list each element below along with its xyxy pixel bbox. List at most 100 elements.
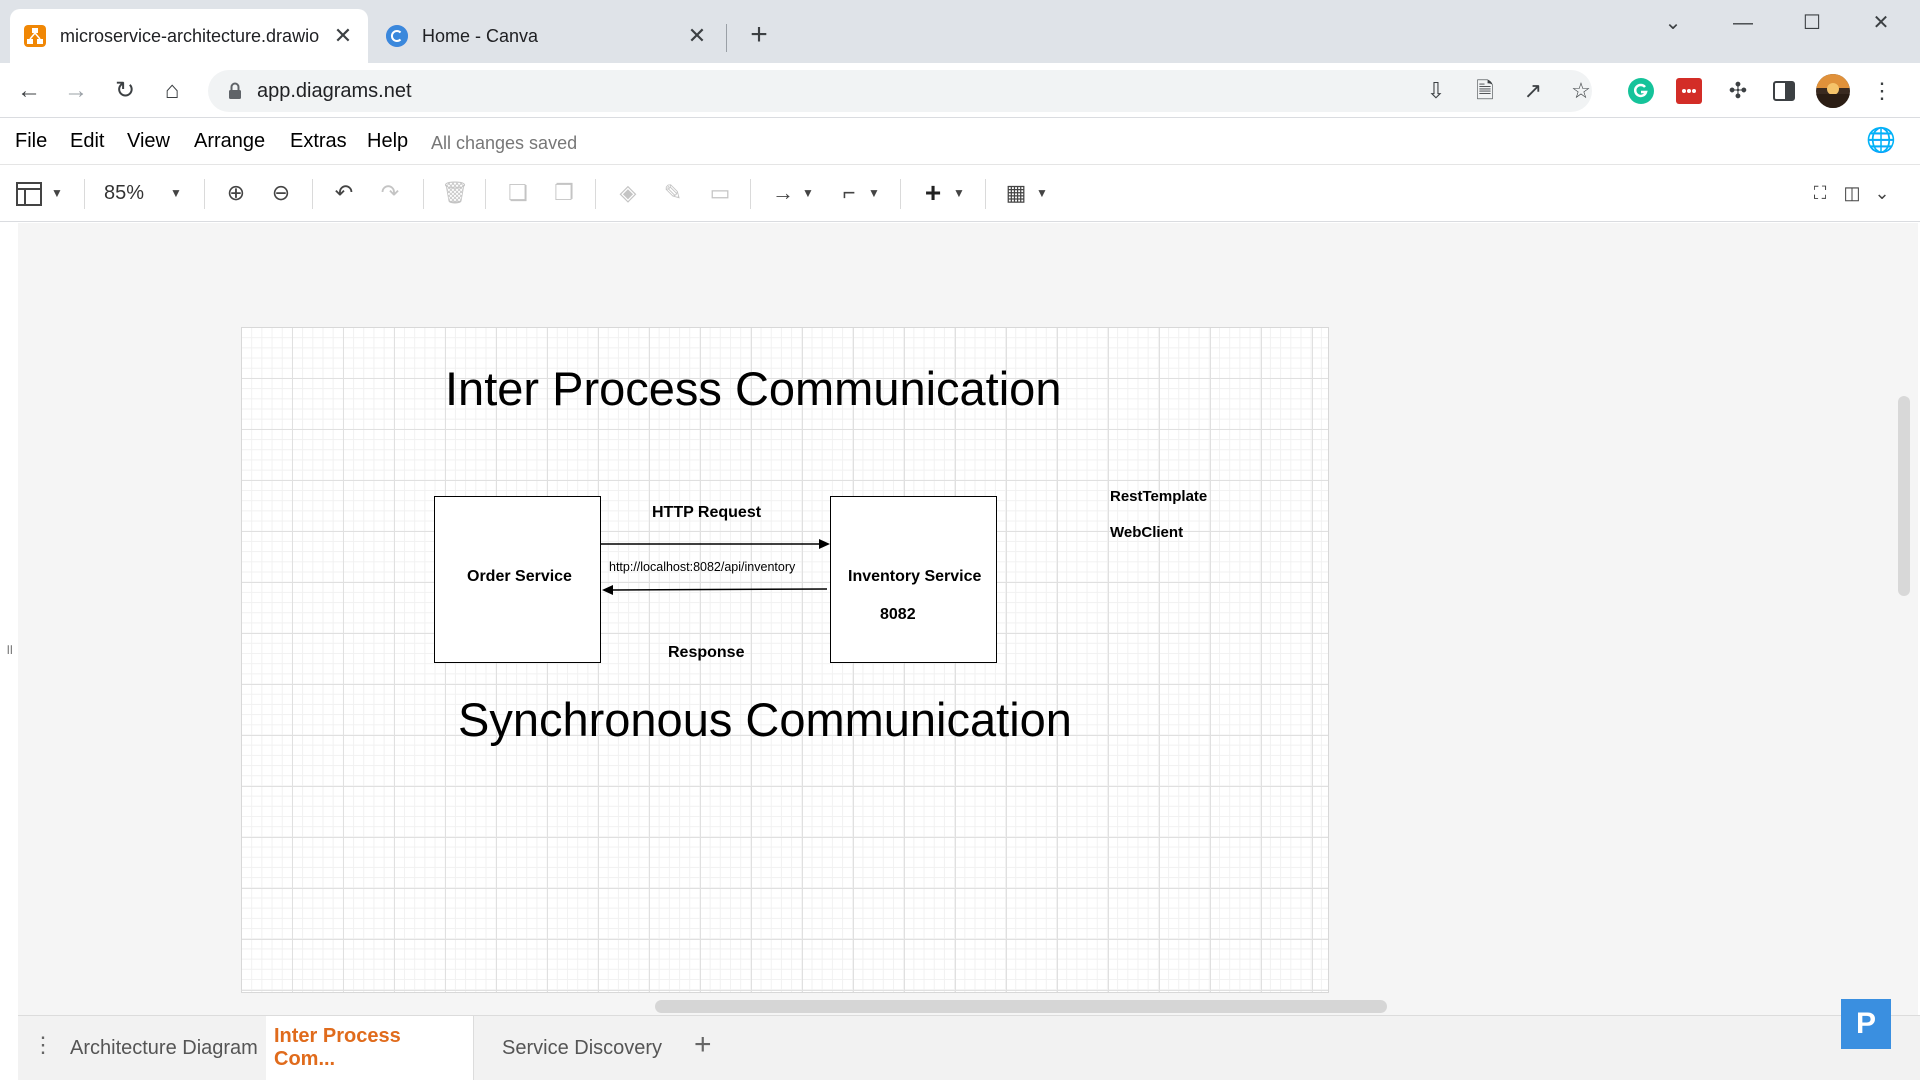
response-arrowhead xyxy=(602,585,613,595)
collapse-chevron-icon[interactable]: ⌄ xyxy=(1874,183,1890,203)
back-button[interactable]: ← xyxy=(17,77,41,104)
home-button[interactable]: ⌂ xyxy=(164,77,180,104)
tab-strip: microservice-architecture.drawio ✕ Home … xyxy=(0,0,1920,63)
reload-button[interactable]: ↻ xyxy=(114,77,136,104)
toolbar-divider xyxy=(485,179,486,209)
add-page-button[interactable]: + xyxy=(694,1028,712,1061)
diagram-page[interactable]: Inter Process Communication Order Servic… xyxy=(241,327,1329,993)
lock-icon xyxy=(229,82,241,99)
address-bar-row: ← → ↻ ⌂ app.diagrams.net ⇩ 🗎 ↗ ☆ ✣ xyxy=(0,63,1920,118)
zoom-out-icon[interactable]: ⊖ xyxy=(271,180,291,205)
insert-plus-icon[interactable]: + xyxy=(924,177,942,208)
tab-search-chevron-icon[interactable]: ⌄ xyxy=(1664,12,1682,34)
menu-help[interactable]: Help xyxy=(367,130,409,152)
chevron-down-icon[interactable]: ▼ xyxy=(170,186,182,200)
share-icon[interactable]: ↗ xyxy=(1523,78,1543,103)
inventory-service-box[interactable] xyxy=(830,496,997,663)
undo-icon[interactable]: ↶ xyxy=(334,180,354,205)
menu-view[interactable]: View xyxy=(127,130,170,152)
grammarly-icon[interactable] xyxy=(1628,78,1654,104)
diagram-title[interactable]: Inter Process Communication xyxy=(445,362,1062,415)
omnibox[interactable]: app.diagrams.net xyxy=(208,70,1592,112)
toolbar-divider xyxy=(900,179,901,209)
save-page-icon[interactable]: 🗎 xyxy=(1476,78,1494,103)
webclient-note[interactable]: WebClient xyxy=(1110,524,1184,541)
page-tab-label: Architecture Diagram xyxy=(70,1036,258,1059)
to-back-icon[interactable]: ❐ xyxy=(554,180,574,205)
close-icon[interactable]: ✕ xyxy=(687,23,707,48)
side-panel-icon[interactable] xyxy=(1772,79,1796,103)
canva-icon xyxy=(386,25,408,47)
connector-arrows[interactable] xyxy=(599,532,833,596)
password-manager-icon[interactable] xyxy=(1676,78,1702,104)
to-front-icon[interactable]: ❏ xyxy=(508,180,528,205)
inventory-service-label: Inventory Service xyxy=(848,568,982,585)
chevron-down-icon[interactable]: ▼ xyxy=(1036,186,1048,200)
page-tab-service-discovery[interactable]: Service Discovery xyxy=(494,1016,680,1080)
toolbar-divider xyxy=(204,179,205,209)
page-tab-label: Service Discovery xyxy=(502,1036,663,1059)
toolbar-divider xyxy=(985,179,986,209)
http-request-label[interactable]: HTTP Request xyxy=(652,504,762,521)
tab-title: microservice-architecture.drawio xyxy=(60,25,320,46)
maximize-button[interactable]: ☐ xyxy=(1803,12,1821,34)
drawio-icon xyxy=(24,25,46,47)
chevron-down-icon[interactable]: ▼ xyxy=(868,186,880,200)
menu-edit[interactable]: Edit xyxy=(70,130,105,152)
split-panel-icon[interactable]: ◫ xyxy=(1843,183,1861,203)
tab-drawio[interactable]: microservice-architecture.drawio ✕ xyxy=(10,9,368,63)
chevron-down-icon[interactable]: ▼ xyxy=(51,186,63,200)
waypoints-icon[interactable]: ⌐ xyxy=(842,180,856,205)
fullscreen-icon[interactable]: ⛶ xyxy=(1813,183,1827,203)
vertical-scrollbar[interactable] xyxy=(1898,396,1910,596)
menu-file[interactable]: File xyxy=(15,130,48,152)
menubar: File Edit View Arrange Extras Help All c… xyxy=(0,118,1920,164)
zoom-level[interactable]: 85% xyxy=(104,182,145,204)
table-icon[interactable]: ▦ xyxy=(1005,180,1027,205)
response-label[interactable]: Response xyxy=(668,644,745,661)
avatar[interactable] xyxy=(1816,74,1850,108)
minimize-button[interactable]: — xyxy=(1733,12,1753,34)
response-arrow xyxy=(611,588,828,591)
rest-template-note[interactable]: RestTemplate xyxy=(1110,488,1208,505)
new-tab-button[interactable]: + xyxy=(750,18,768,51)
page-tab-architecture[interactable]: Architecture Diagram xyxy=(62,1016,284,1080)
line-color-icon[interactable]: ✎ xyxy=(663,180,683,205)
browser-menu-icon[interactable]: ⋮ xyxy=(1871,78,1893,103)
window-close-button[interactable]: ✕ xyxy=(1872,12,1890,34)
redo-icon[interactable]: ↷ xyxy=(380,180,400,205)
menu-extras[interactable]: Extras xyxy=(290,130,347,152)
close-icon[interactable]: ✕ xyxy=(333,23,353,48)
horizontal-scrollbar[interactable] xyxy=(655,1000,1387,1013)
pages-menu-icon[interactable]: ⋮ xyxy=(32,1032,54,1057)
page-tab-inter-process[interactable]: Inter Process Com... xyxy=(266,1016,474,1080)
install-app-icon[interactable]: ⇩ xyxy=(1426,78,1446,103)
sidebar-resize-handle[interactable]: ॥ xyxy=(5,641,14,657)
zoom-in-icon[interactable]: ⊕ xyxy=(226,180,246,205)
toolbar-divider xyxy=(84,179,85,209)
shadow-icon[interactable]: ▭ xyxy=(709,180,731,205)
connection-arrow-icon[interactable]: → xyxy=(772,180,794,205)
tab-title: Home - Canva xyxy=(422,25,539,46)
menu-arrange[interactable]: Arrange xyxy=(194,130,266,152)
chevron-down-icon[interactable]: ▼ xyxy=(802,186,814,200)
format-panel-toggle-icon[interactable] xyxy=(16,182,42,206)
save-status: All changes saved xyxy=(431,133,578,153)
forward-button[interactable]: → xyxy=(64,77,88,104)
language-globe-icon[interactable]: 🌐 xyxy=(1866,127,1896,154)
page-tab-label: Inter Process Com... xyxy=(274,1025,401,1070)
floating-app-button[interactable]: P xyxy=(1841,999,1891,1049)
delete-icon[interactable]: 🗑 xyxy=(441,180,469,205)
endpoint-url-label[interactable]: http://localhost:8082/api/inventory xyxy=(609,560,796,574)
order-service-label: Order Service xyxy=(467,568,572,585)
fill-color-icon[interactable]: ◈ xyxy=(619,180,637,205)
order-service-box[interactable] xyxy=(434,496,601,663)
tab-canva[interactable]: Home - Canva ✕ xyxy=(372,9,722,63)
extensions-puzzle-icon[interactable]: ✣ xyxy=(1728,78,1748,103)
chevron-down-icon[interactable]: ▼ xyxy=(953,186,965,200)
bookmark-star-icon[interactable]: ☆ xyxy=(1571,78,1591,103)
tab-separator xyxy=(726,24,727,52)
diagram-subtitle[interactable]: Synchronous Communication xyxy=(458,693,1072,746)
toolbar-divider xyxy=(595,179,596,209)
